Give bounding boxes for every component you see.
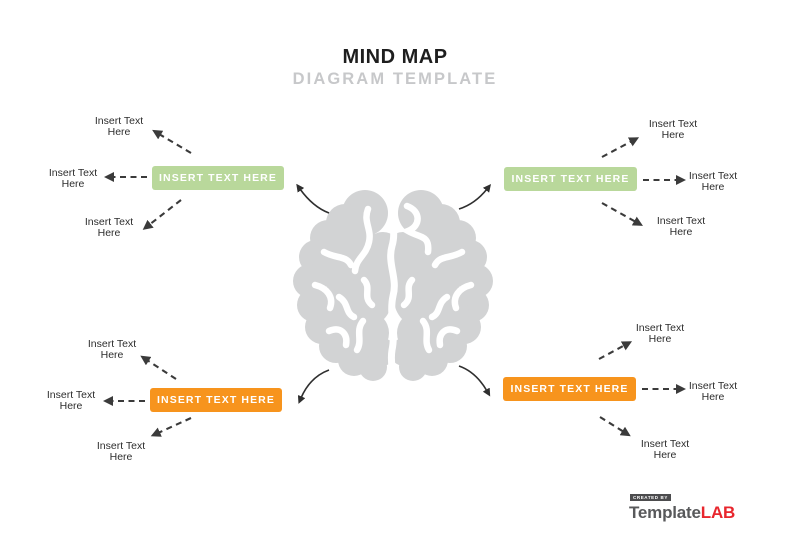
dashed-arrow — [150, 417, 192, 437]
satellite-label: Insert Text Here — [688, 170, 738, 194]
brand-gray-text: Template — [629, 503, 701, 522]
templatelab-logo: CREATED BY TemplateLAB — [629, 487, 735, 521]
brand-wordmark: TemplateLAB — [629, 504, 735, 521]
dashed-arrow — [598, 341, 633, 360]
curved-arrow-bottom-right — [458, 365, 491, 397]
dashed-arrow — [142, 199, 182, 230]
curved-arrow-bottom-left — [297, 369, 330, 404]
curved-arrow-top-right — [458, 184, 491, 210]
dashed-arrow — [599, 416, 631, 437]
satellite-label: Insert Text Here — [96, 440, 146, 464]
curved-arrow-top-left — [296, 183, 330, 214]
satellite-label: Insert Text Here — [688, 380, 738, 404]
dashed-arrow — [140, 355, 177, 380]
branch-box-top-right: INSERT TEXT HERE — [504, 167, 637, 191]
page-title: MIND MAP — [342, 46, 448, 68]
satellite-label: Insert Text Here — [84, 216, 134, 240]
brain-icon — [293, 190, 493, 381]
page-header: MIND MAP DIAGRAM TEMPLATE — [0, 46, 790, 89]
dashed-arrow — [601, 202, 643, 226]
satellite-label: Insert Text Here — [640, 438, 690, 462]
satellite-label: Insert Text Here — [87, 338, 137, 362]
brand-red-text: LAB — [700, 503, 736, 522]
dashed-arrow — [152, 129, 192, 154]
dashed-arrow — [601, 137, 640, 158]
satellite-label: Insert Text Here — [94, 115, 144, 139]
satellite-label: Insert Text Here — [48, 167, 98, 191]
page-subtitle: DIAGRAM TEMPLATE — [292, 70, 498, 88]
satellite-label: Insert Text Here — [635, 322, 685, 346]
created-by-badge: CREATED BY — [630, 494, 671, 502]
branch-box-bottom-right: INSERT TEXT HERE — [503, 377, 636, 401]
branch-box-bottom-left: INSERT TEXT HERE — [150, 388, 282, 412]
branch-box-top-left: INSERT TEXT HERE — [152, 166, 284, 190]
satellite-label: Insert Text Here — [648, 118, 698, 142]
satellite-label: Insert Text Here — [656, 215, 706, 239]
satellite-label: Insert Text Here — [46, 389, 96, 413]
